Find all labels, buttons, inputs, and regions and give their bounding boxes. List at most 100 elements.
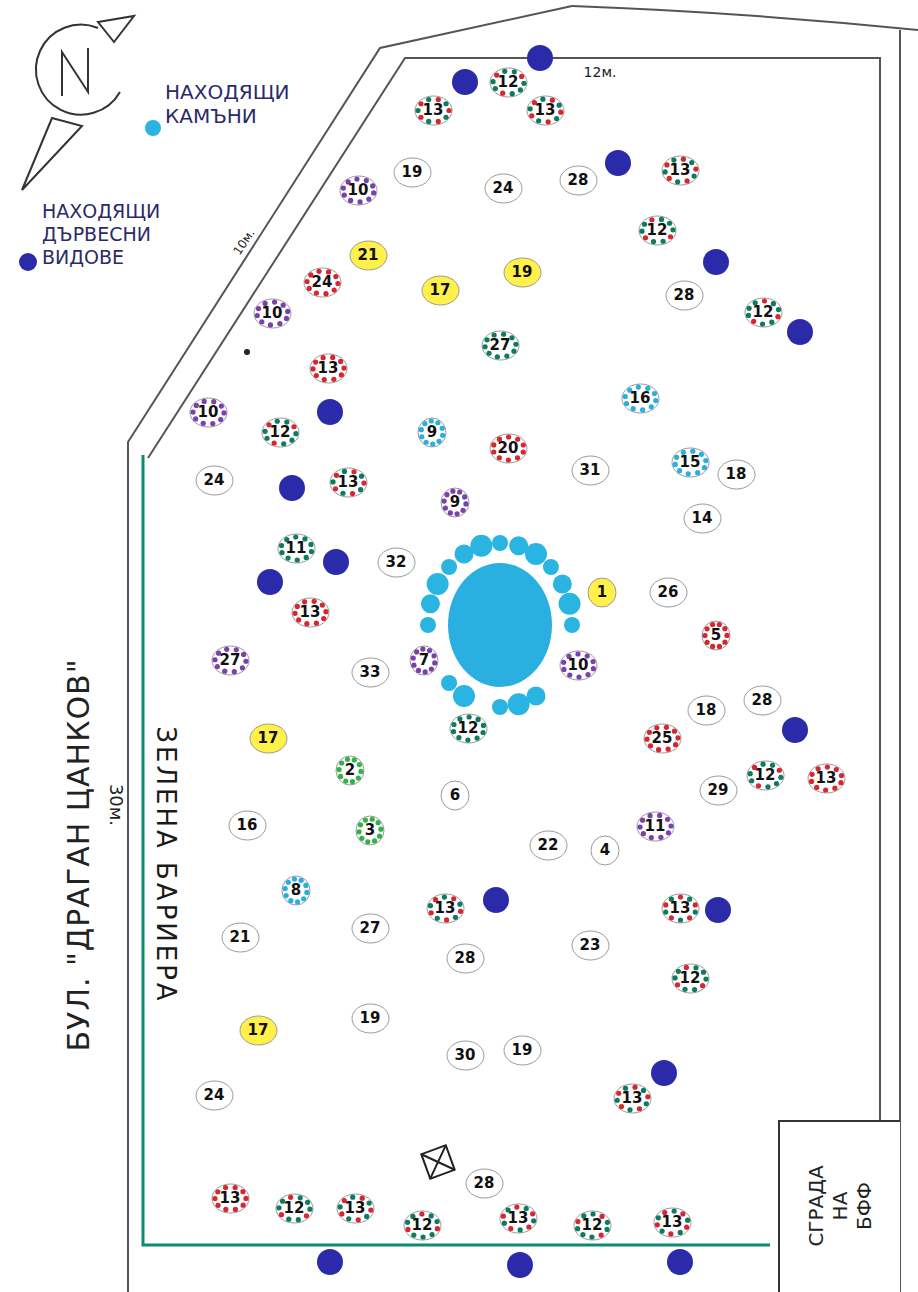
plant-color-mark xyxy=(672,461,677,466)
tree xyxy=(651,1060,677,1086)
plant-color-mark xyxy=(215,1202,220,1207)
plant-color-mark xyxy=(482,344,487,349)
plant-spot: 28 xyxy=(446,943,485,974)
stone xyxy=(492,699,508,715)
stone xyxy=(441,559,457,575)
lamp-cross xyxy=(421,1145,454,1178)
plant-color-mark xyxy=(241,651,246,656)
plant-color-mark xyxy=(616,1090,621,1095)
plant-color-mark xyxy=(665,830,670,835)
plant-number: 28 xyxy=(474,1175,495,1192)
plant-color-mark xyxy=(561,666,566,671)
plant-color-mark xyxy=(359,835,364,840)
plant-color-mark xyxy=(448,510,453,515)
plant-color-mark xyxy=(722,626,727,631)
plant-color-mark xyxy=(545,119,550,124)
plant-color-mark xyxy=(339,1211,344,1216)
plant-ring xyxy=(650,578,687,607)
plant-number: 13 xyxy=(670,900,691,917)
plant-spot: 24 xyxy=(195,1080,234,1111)
plant-color-mark xyxy=(632,1084,637,1089)
plant-color-mark xyxy=(672,975,677,980)
plant-color-mark xyxy=(655,1215,660,1220)
plant-ring xyxy=(637,812,674,841)
plant-color-mark xyxy=(366,1200,371,1205)
plant-color-mark xyxy=(674,454,679,459)
plant-color-mark xyxy=(441,894,446,899)
plant-spot: 18 xyxy=(717,459,756,490)
plant-color-mark xyxy=(420,646,425,651)
plant-color-mark xyxy=(331,376,336,381)
plant-ring xyxy=(196,466,233,495)
plant-spot: 27 xyxy=(211,645,250,676)
plant-color-mark xyxy=(648,834,653,839)
plant-color-mark xyxy=(255,305,260,310)
plant-ring xyxy=(378,548,415,577)
plant-ring xyxy=(572,931,609,960)
plant-spot: 19 xyxy=(351,1003,390,1034)
plant-ring xyxy=(394,158,431,187)
plant-ring xyxy=(530,831,567,860)
plant-color-mark xyxy=(313,359,318,364)
plant-color-mark xyxy=(295,1217,300,1222)
plant-number: 18 xyxy=(726,466,747,483)
plant-color-mark xyxy=(809,771,814,776)
plant-color-mark xyxy=(722,639,727,644)
plant-ring xyxy=(644,724,681,753)
plant-number: 28 xyxy=(455,950,476,967)
plant-color-mark xyxy=(278,1212,283,1217)
plant-spot: 13 xyxy=(426,893,465,924)
plant-color-mark xyxy=(446,107,451,112)
plant-color-mark xyxy=(284,892,289,897)
plant-ring xyxy=(415,96,452,125)
plant-color-mark xyxy=(443,101,448,106)
plant-number: 12 xyxy=(582,1217,603,1234)
north-symbol xyxy=(22,16,134,190)
plant-ring xyxy=(410,646,438,675)
plant-spot: 27 xyxy=(481,330,520,361)
plant-color-mark xyxy=(240,1189,245,1194)
plant-color-mark xyxy=(775,307,780,312)
plant-number: 9 xyxy=(427,424,437,441)
plant-color-mark xyxy=(490,79,495,84)
plant-number: 8 xyxy=(291,882,301,899)
plant-color-mark xyxy=(332,486,337,491)
plant-spot: 12 xyxy=(275,1193,314,1224)
tree xyxy=(483,887,509,913)
plant-color-mark xyxy=(267,322,272,327)
plant-color-mark xyxy=(838,780,843,785)
plant-ring xyxy=(418,418,446,447)
plant-spot: 12 xyxy=(403,1210,442,1241)
plant-color-mark xyxy=(271,440,276,445)
plant-number: 12 xyxy=(680,970,701,987)
plant-color-mark xyxy=(527,106,532,111)
plant-ring xyxy=(504,258,541,287)
plant-spot: 17 xyxy=(421,275,460,306)
plant-number: 28 xyxy=(674,287,695,304)
plant-ring xyxy=(292,598,329,627)
tree xyxy=(705,897,731,923)
plant-spot: 16 xyxy=(228,810,267,841)
plant-ring xyxy=(254,299,291,328)
plan-label: 10м. xyxy=(230,226,257,257)
plant-color-mark xyxy=(281,441,286,446)
plant-color-mark xyxy=(637,824,642,829)
plant-color-mark xyxy=(511,348,516,353)
plant-ring xyxy=(639,216,676,245)
plant-number: 32 xyxy=(386,554,407,571)
plant-color-mark xyxy=(443,505,448,510)
plant-ring xyxy=(422,276,459,305)
plant-color-mark xyxy=(653,397,658,402)
plant-spot: 16 xyxy=(621,383,660,414)
plant-number: 13 xyxy=(300,604,321,621)
pond xyxy=(448,563,552,687)
plant-color-mark xyxy=(214,664,219,669)
plant-color-mark xyxy=(231,669,236,674)
plant-color-mark xyxy=(480,729,485,734)
plant-color-mark xyxy=(358,473,363,478)
plant-color-mark xyxy=(427,903,432,908)
plant-number: 24 xyxy=(204,472,225,489)
plant-ring xyxy=(441,781,469,810)
plant-number: 19 xyxy=(512,264,533,281)
